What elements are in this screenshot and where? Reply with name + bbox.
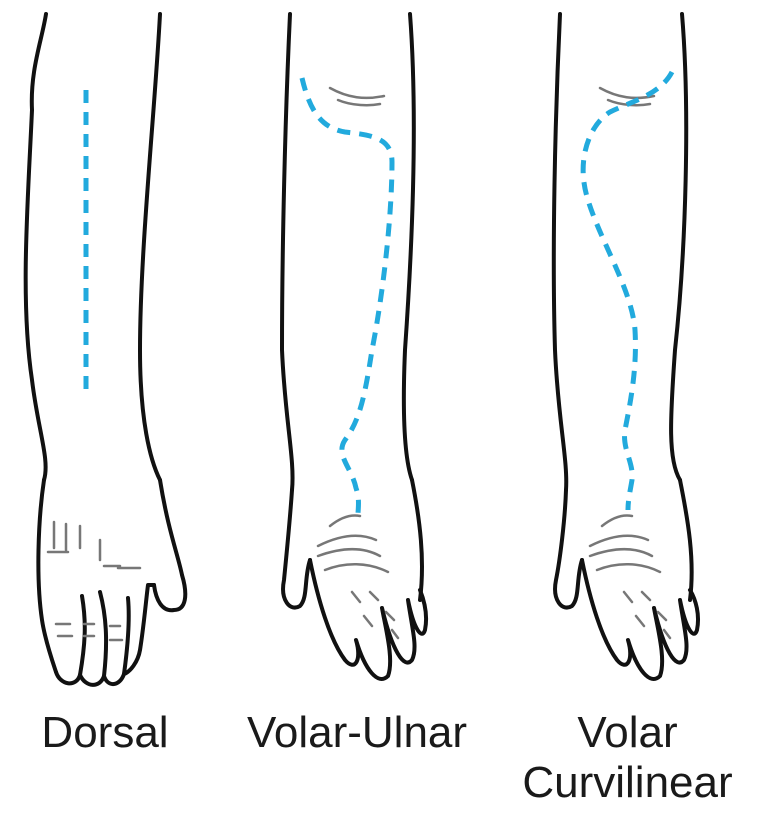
volar-curvilinear-hand-outline [555,480,692,608]
dorsal-finger-1 [56,596,85,683]
volar-curvilinear-label-line-2: Curvilinear [495,758,760,808]
volar-ulnar-incision-line [302,78,392,515]
dorsal-label: Dorsal [10,708,200,758]
volar-curvilinear-label: Volar Curvilinear [495,708,760,808]
dorsal-arm-left-edge [26,14,46,480]
volar-curvilinear-arm-left-edge [554,14,566,490]
dorsal-hand-left-edge [38,480,56,672]
volar-ulnar-forearm [282,14,426,679]
volar-curvilinear-forearm [554,14,698,679]
volar-ulnar-arm-right-edge [404,14,414,480]
volar-curvilinear-incision-line [583,72,672,510]
volar-ulnar-label: Volar-Ulnar [212,708,502,758]
volar-ulnar-arm-left-edge [282,14,293,490]
volar-curvilinear-arm-right-edge [671,14,686,480]
dorsal-arm-right-edge [140,14,160,480]
volar-ulnar-hand-outline [283,480,422,608]
volar-curvilinear-label-line-1: Volar [495,708,760,758]
dorsal-hand-right-edge [154,480,185,610]
dorsal-forearm [26,14,186,685]
volar-ulnar-elbow-crease [330,88,384,105]
dorsal-knuckle-marks [48,522,140,640]
